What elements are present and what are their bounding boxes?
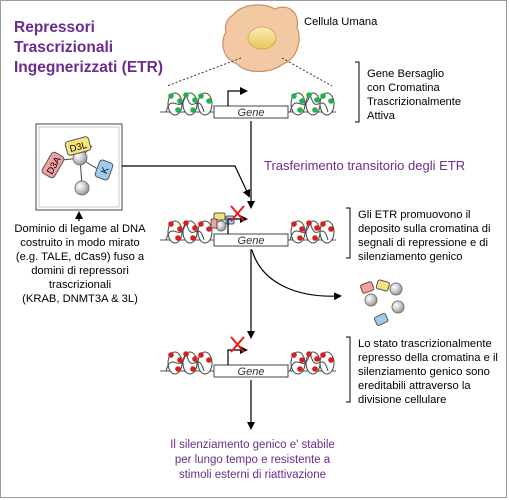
gene-box	[213, 364, 289, 378]
step-2-line-2: deposito sulla cromatina di	[358, 223, 491, 235]
d3l-tag: D3L	[69, 140, 89, 155]
etr-desc-line-3: (e.g. TALE, dCas9) fuso a	[15, 251, 145, 263]
etr-release-arrow	[251, 249, 342, 301]
transcription-start-arrow	[227, 346, 248, 365]
figure-title: Repressori Trascrizionali Ingegnerizzati…	[14, 18, 214, 78]
transcription-start-arrow	[227, 215, 248, 234]
nucleosome-group-left	[165, 351, 213, 375]
zoom-line-right	[281, 57, 333, 87]
step-3-text: Lo stato trascrizionalmente represso del…	[358, 337, 498, 407]
title-line-3: Ingegnerizzati (ETR)	[14, 59, 163, 76]
conclusion-line-3: stimoli esterni di riattivazione	[178, 469, 326, 481]
human-cell	[222, 4, 300, 73]
etr-binding-arrow	[122, 165, 251, 198]
step-3-line-5: divisione cellulare	[358, 394, 447, 406]
gene-label: Gene	[238, 107, 265, 119]
step-3-line-1: Lo stato trascrizionalmente	[358, 338, 492, 350]
k-tag: K	[99, 165, 112, 175]
etr-desc-line-4: domini di repressori	[31, 265, 129, 277]
target-gene-line-4: Attiva	[367, 110, 395, 122]
etr-description: Dominio di legame al DNA costruito in mo…	[5, 222, 155, 306]
cell-label: Cellula Umana	[304, 16, 378, 28]
bracket-step-2	[346, 207, 351, 259]
gene-box	[213, 105, 289, 119]
etr-desc-line-1: Dominio di legame al DNA	[14, 223, 146, 235]
nucleosome-group-right	[289, 220, 335, 244]
zoom-line-left	[166, 57, 242, 87]
step-2-line-3: segnali di repressione e di	[358, 237, 488, 249]
etr-desc-line-2: costruito in modo mirato	[20, 237, 140, 249]
conclusion-line-1: Il silenziamento genico e' stabile	[170, 439, 335, 451]
d3l-domain-icon: D3L	[64, 136, 92, 156]
gene-label: Gene	[238, 366, 265, 378]
target-gene-line-3: Trascrizionalmente	[367, 96, 462, 108]
target-gene-line-1: Gene Bersaglio	[367, 68, 445, 80]
step-2-line-4: silenziamento genico	[358, 251, 463, 263]
bracket-target-gene	[355, 61, 360, 123]
block-x-icon	[230, 205, 245, 222]
step-2-line-1: Gli ETR promuovono il	[358, 209, 471, 221]
title-line-2: Trascrizionali	[14, 39, 114, 56]
nucleosome-group-right	[289, 92, 335, 116]
etr-legend-box: D3L D3A K	[35, 123, 123, 211]
gene-label: Gene	[238, 235, 265, 247]
krab-domain-icon: K	[94, 159, 114, 181]
step-3-line-2: represso della cromatina e il	[358, 352, 498, 364]
nucleosome-group-left	[165, 220, 213, 244]
released-etr-proteins	[360, 279, 405, 326]
etr-desc-line-6: (KRAB, DNMT3A & 3L)	[22, 293, 138, 305]
active-chromatin-row: Gene	[160, 87, 336, 119]
repressed-chromatin-row-etr: Gene	[160, 205, 336, 247]
step-3-line-4: ereditabili attraverso la	[358, 380, 471, 392]
target-gene-label: Gene Bersaglio con Cromatina Trascrizion…	[367, 67, 461, 123]
nucleosome-group-right	[289, 351, 335, 375]
transfer-label: Trasferimento transitorio degli ETR	[264, 158, 466, 173]
conclusion-text: Il silenziamento genico e' stabile per l…	[150, 438, 355, 483]
gene-box	[213, 233, 289, 247]
etr-desc-line-5: trascrizionali	[48, 279, 112, 291]
transcription-start-arrow	[227, 87, 248, 106]
title-line-1: Repressori	[14, 19, 95, 36]
step-2-text: Gli ETR promuovono il deposito sulla cro…	[358, 208, 490, 264]
block-x-icon	[230, 336, 245, 353]
target-gene-line-2: con Cromatina	[367, 82, 440, 94]
nucleosome-group-left	[165, 92, 213, 116]
bound-etr-complex	[210, 212, 235, 232]
bracket-step-3	[346, 336, 351, 403]
step-3-line-3: silenziamento genico sono	[358, 366, 490, 378]
repressed-chromatin-row-inherited: Gene	[160, 336, 336, 378]
cell-nucleus	[247, 26, 277, 50]
conclusion-line-2: per lungo tempo e resistente a	[174, 454, 331, 466]
